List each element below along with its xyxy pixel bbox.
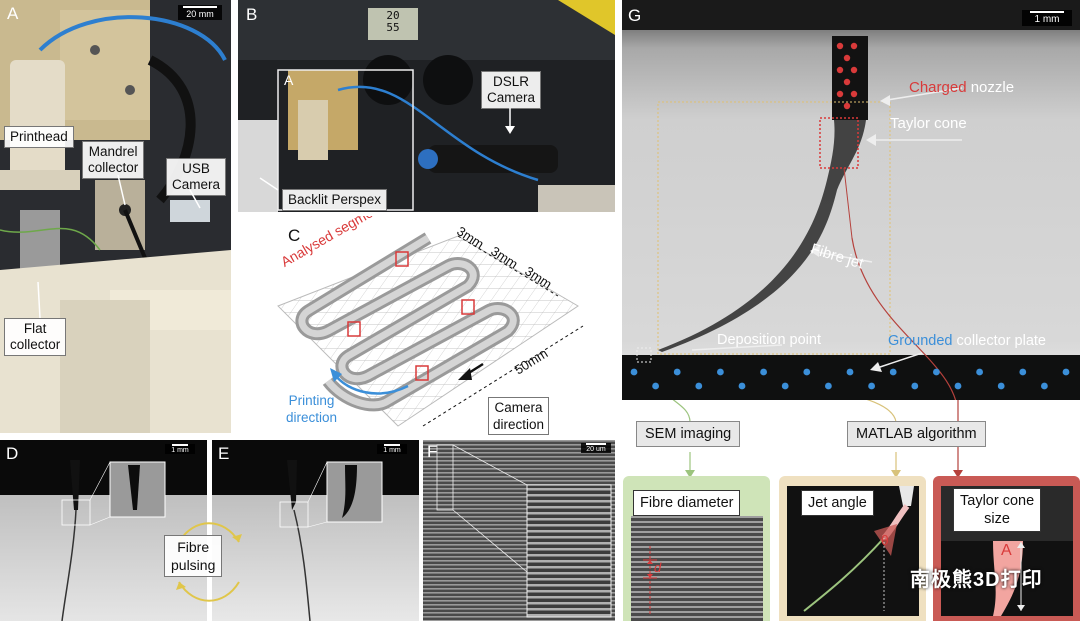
analysed-segment-markers bbox=[347, 251, 475, 381]
nozzle-charge-dot bbox=[836, 90, 844, 98]
panel-e: E 1 mm bbox=[212, 440, 419, 621]
label-jet-angle: Jet angle bbox=[801, 490, 874, 516]
label-taylor-cone: Taylor cone bbox=[890, 115, 967, 132]
label-charged-nozzle: Charged nozzle bbox=[909, 79, 1015, 96]
panel-g-scalebar: 1 mm bbox=[1022, 10, 1072, 26]
fibre-diameter-image bbox=[631, 516, 763, 621]
panel-a-scalebar: 20 mm bbox=[178, 5, 222, 20]
panel-g-letter: G bbox=[628, 6, 642, 25]
panel-g: G 1 mm Charged nozzle Taylor cone Fibre … bbox=[622, 0, 1080, 400]
collector-ground-dot bbox=[889, 368, 897, 376]
area-symbol: A bbox=[1001, 542, 1012, 559]
label-printhead: Printhead bbox=[4, 126, 74, 148]
panel-f-sem bbox=[423, 440, 615, 621]
panel-d-letter: D bbox=[6, 444, 19, 463]
label-deposition-point: Deposition point bbox=[717, 332, 821, 348]
panel-g-image bbox=[622, 0, 1080, 400]
collector-ground-dot bbox=[997, 382, 1005, 390]
panel-d: D 1 mm bbox=[0, 440, 207, 621]
collector-ground-dot bbox=[695, 382, 703, 390]
collector-ground-dot bbox=[717, 368, 724, 376]
panel-g-dots bbox=[630, 42, 1070, 390]
collector-ground-dot bbox=[1041, 382, 1048, 390]
diameter-symbol: d bbox=[654, 560, 662, 575]
nozzle-charge-dot bbox=[850, 90, 858, 98]
collector-ground-dot bbox=[652, 382, 659, 390]
theta-symbol: θ bbox=[881, 532, 889, 548]
collector-ground-dot bbox=[954, 382, 962, 390]
panel-c-letter: C bbox=[288, 226, 301, 245]
nozzle-charge-dot bbox=[843, 102, 851, 110]
nozzle-charge-dot bbox=[836, 66, 844, 74]
collector-ground-dot bbox=[803, 368, 811, 376]
method-sem-imaging: SEM imaging bbox=[636, 421, 741, 447]
collector-ground-dot bbox=[630, 368, 638, 376]
panel-e-scalebar: 1 mm bbox=[377, 444, 407, 454]
panel-e-letter: E bbox=[218, 444, 230, 463]
nozzle-charge-dot bbox=[850, 42, 858, 50]
label-fibre-diameter: Fibre diameter bbox=[633, 490, 741, 516]
panel-a-letter: A bbox=[7, 4, 19, 23]
panel-f-letter: F bbox=[427, 442, 438, 461]
collector-ground-dot bbox=[738, 382, 746, 390]
panel-b-arrows bbox=[259, 108, 515, 191]
label-grounded-collector: Grounded collector plate bbox=[888, 333, 1046, 349]
collector-ground-dot bbox=[933, 368, 940, 376]
result-fibre-diameter: Fibre diameter d bbox=[623, 476, 770, 621]
collector-ground-dot bbox=[868, 382, 875, 390]
collector-ground-dot bbox=[760, 368, 767, 376]
collector-ground-dot bbox=[673, 368, 681, 376]
panel-a-arrows bbox=[37, 174, 201, 319]
collector-ground-dot bbox=[1062, 368, 1070, 376]
watermark: 南极熊3D打印 bbox=[910, 569, 1043, 591]
nozzle-charge-dot bbox=[843, 54, 851, 62]
nozzle-charge-dot bbox=[836, 42, 844, 50]
collector-ground-dot bbox=[846, 368, 854, 376]
method-matlab-algorithm: MATLAB algorithm bbox=[847, 421, 986, 447]
collector-ground-dot bbox=[825, 382, 832, 390]
panel-b-letter: B bbox=[246, 5, 258, 24]
collector-ground-dot bbox=[781, 382, 789, 390]
panel-c: C Analysed segments 3mm 3mm 3mm 50mm Pri… bbox=[238, 216, 615, 438]
panel-a-photo bbox=[0, 0, 231, 433]
panel-b-inset-letter: A bbox=[284, 72, 294, 88]
panel-d-scalebar: 1 mm bbox=[165, 444, 195, 454]
collector-ground-dot bbox=[911, 382, 919, 390]
label-backlit-perspex: Backlit Perspex bbox=[282, 189, 388, 211]
panel-b-photo bbox=[238, 0, 615, 212]
nozzle-charge-dot bbox=[850, 66, 858, 74]
collector-ground-dot bbox=[976, 368, 983, 376]
panel-f: F 20 um bbox=[423, 440, 615, 621]
panel-f-scalebar: 20 um bbox=[581, 443, 611, 453]
panel-c-diagram bbox=[277, 232, 584, 427]
collector-ground-dot bbox=[1019, 368, 1027, 376]
nozzle-charge-dot bbox=[843, 78, 851, 86]
result-jet-angle: Jet angle θ bbox=[779, 476, 926, 621]
